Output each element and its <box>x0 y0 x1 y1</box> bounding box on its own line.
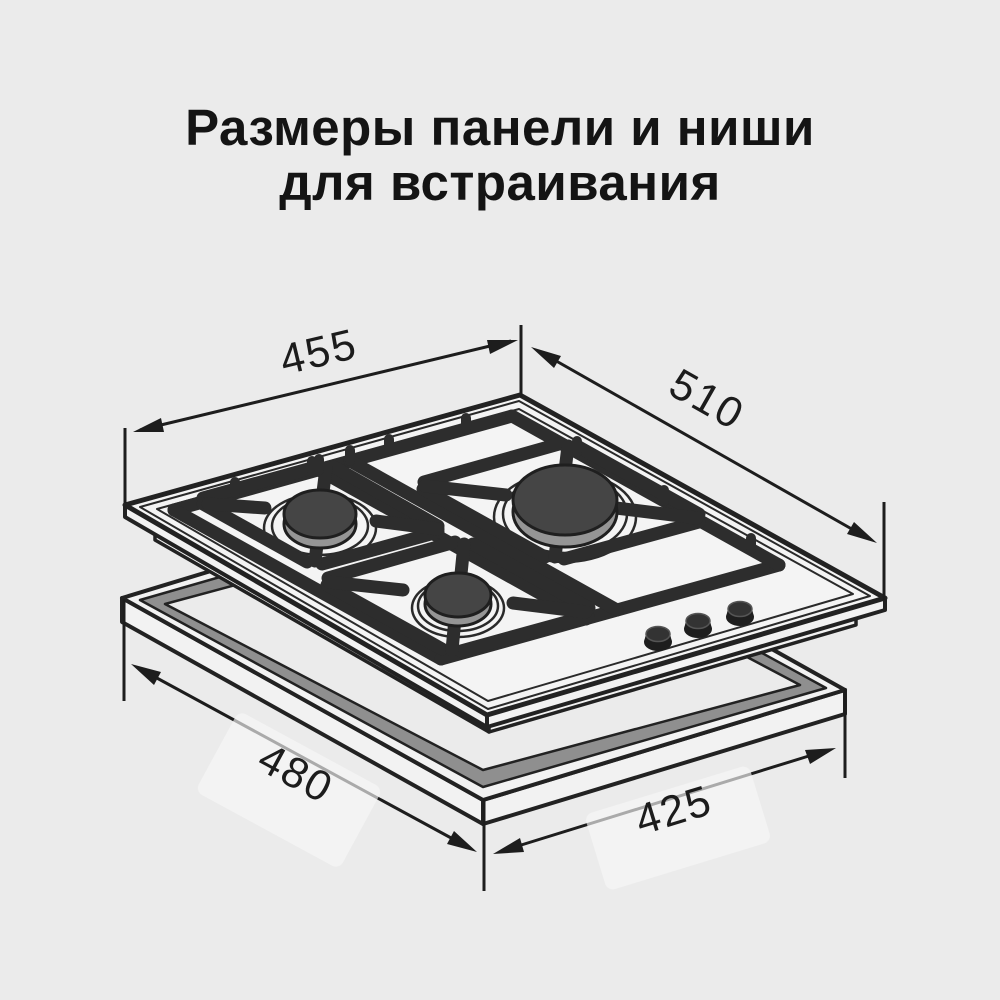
knob <box>644 625 672 651</box>
dim-label-panel-width: 455 <box>275 320 362 385</box>
page-title: Размеры панели и ниши для встраивания <box>0 100 1000 210</box>
page-title-line2: для встраивания <box>279 154 721 212</box>
page-title-line1: Размеры панели и ниши <box>185 99 815 156</box>
hob-rim-line-outer <box>139 400 871 710</box>
dimension-455 <box>133 339 518 432</box>
pan-support-grate <box>167 409 786 666</box>
control-knobs <box>644 600 754 651</box>
burners <box>282 463 619 628</box>
burner-right-large <box>511 463 619 549</box>
grate-feet <box>230 413 756 554</box>
knob <box>684 612 712 638</box>
dimension-510 <box>531 347 877 543</box>
knob <box>726 600 754 626</box>
burner-front-small <box>423 571 493 628</box>
dimension-annotations <box>122 325 886 891</box>
label-highlights <box>197 713 770 890</box>
burner-left <box>282 488 358 550</box>
